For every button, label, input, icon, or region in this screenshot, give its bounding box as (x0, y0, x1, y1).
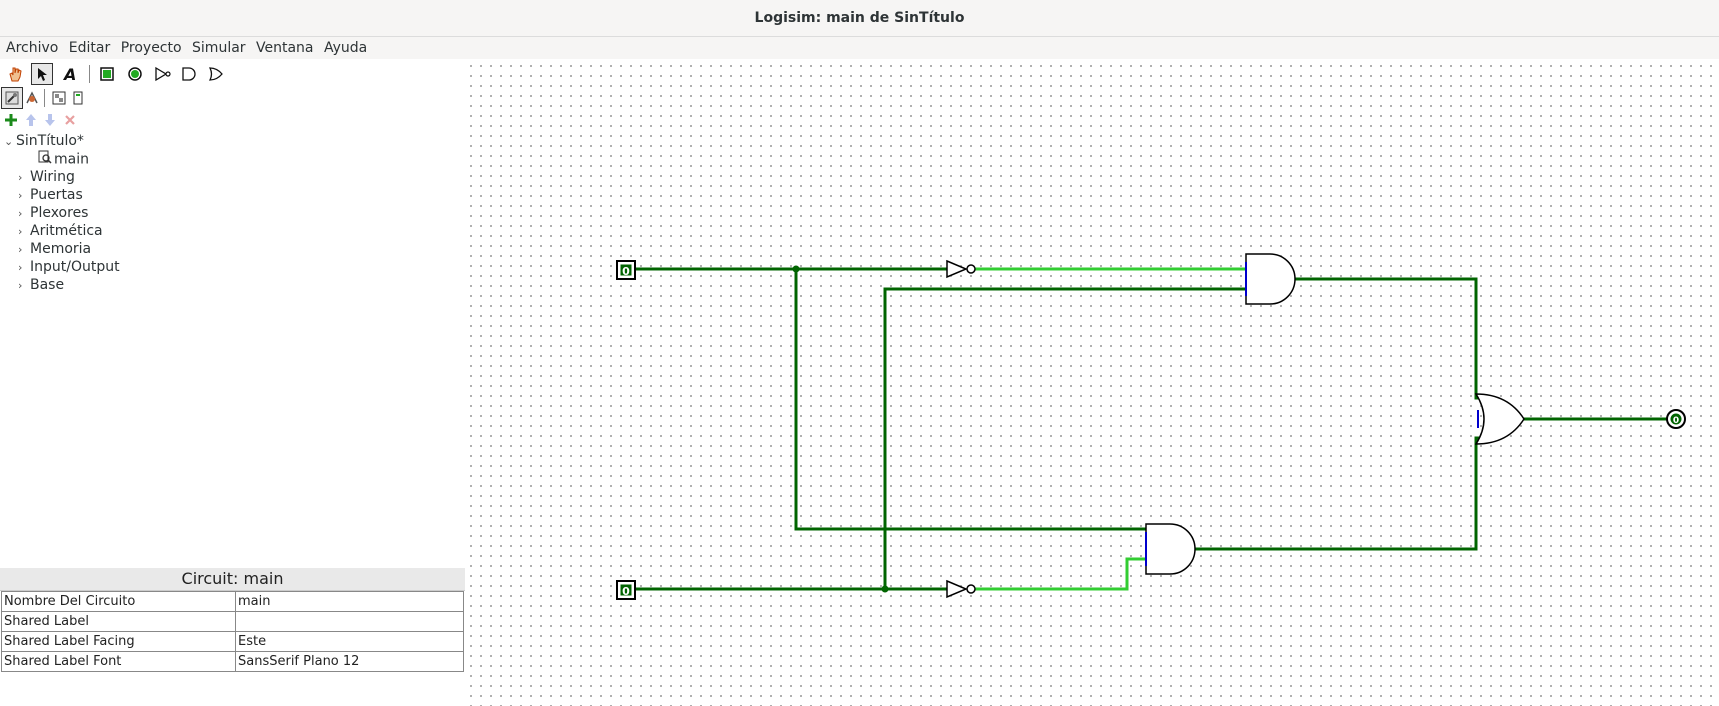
not-gate-top[interactable] (946, 259, 976, 279)
attribute-key: Shared Label (1, 611, 236, 632)
chevron-right-icon[interactable]: › (18, 207, 23, 220)
chevron-right-icon[interactable]: › (18, 171, 23, 184)
appearance-icon[interactable] (67, 87, 89, 109)
delete-circuit-icon[interactable] (59, 109, 81, 131)
chevron-down-icon[interactable]: ⌄ (4, 135, 14, 148)
tree-library-label: Puertas (30, 187, 83, 203)
table-row: Shared Label Font SansSerif Plano 12 (1, 651, 464, 672)
input-pin-b[interactable]: 0 (616, 580, 636, 600)
attribute-value-label-font[interactable]: SansSerif Plano 12 (235, 651, 464, 672)
table-row: Shared Label Facing Este (1, 631, 464, 652)
wire[interactable] (883, 287, 1248, 591)
tree-library-label: Memoria (30, 241, 92, 257)
tree-library-memoria[interactable]: › Memoria (18, 240, 91, 258)
and-gate-bottom[interactable] (1145, 523, 1196, 575)
circuit-magnifier-icon (38, 150, 54, 169)
tree-library-wiring[interactable]: › Wiring (18, 168, 75, 186)
wire[interactable] (1192, 436, 1480, 551)
output-pin-value: 0 (1673, 416, 1679, 426)
attribute-value-label-facing[interactable]: Este (235, 631, 464, 652)
move-up-icon[interactable] (20, 109, 42, 131)
move-down-icon[interactable] (39, 109, 61, 131)
menu-ayuda[interactable]: Ayuda (323, 40, 368, 56)
menu-bar: Archivo Editar Proyecto Simular Ventana … (0, 37, 1719, 59)
attribute-value-shared-label[interactable] (235, 611, 464, 632)
menu-editar[interactable]: Editar (68, 40, 111, 56)
tree-circuit-main[interactable]: main (38, 150, 89, 168)
chevron-right-icon[interactable]: › (18, 243, 23, 256)
attribute-panel-title: Circuit: main (0, 568, 465, 591)
wire-junction (792, 265, 800, 273)
input-pin-a-value: 0 (622, 265, 630, 278)
menu-archivo[interactable]: Archivo (6, 40, 59, 56)
attribute-table: Nombre Del Circuito main Shared Label Sh… (1, 591, 464, 672)
svg-text:A: A (62, 65, 76, 83)
tree-library-plexores[interactable]: › Plexores (18, 204, 88, 222)
attribute-value-circuit-name[interactable]: main (235, 591, 464, 612)
circuit-diagram: 0 0 (616, 253, 1686, 600)
tree-library-base[interactable]: › Base (18, 276, 64, 294)
and-gate-top[interactable] (1245, 253, 1296, 305)
hand-poke-icon[interactable] (4, 63, 26, 85)
or-gate[interactable] (1474, 393, 1525, 445)
tree-project-label: SinTítulo* (16, 133, 84, 149)
wire[interactable] (794, 267, 1148, 531)
tree-circuit-label: main (54, 151, 89, 168)
wire[interactable] (1292, 277, 1480, 400)
tree-library-label: Base (30, 277, 65, 293)
text-tool-icon[interactable]: A (59, 63, 81, 85)
toolbar-separator (89, 65, 90, 83)
chevron-right-icon[interactable]: › (18, 225, 23, 238)
not-gate-icon[interactable] (152, 63, 174, 85)
attribute-panel: Circuit: main Nombre Del Circuito main S… (0, 568, 465, 672)
table-row: Nombre Del Circuito main (1, 591, 464, 612)
project-toolbar (0, 87, 465, 109)
attribute-key: Shared Label Font (1, 651, 236, 672)
input-pin-icon[interactable] (96, 63, 118, 85)
menu-simular[interactable]: Simular (192, 40, 246, 56)
not-gate-bottom[interactable] (946, 579, 976, 599)
output-pin-icon[interactable] (124, 63, 146, 85)
tree-library-label: Aritmética (30, 223, 103, 239)
add-circuit-icon[interactable] (0, 109, 22, 131)
circuit-canvas[interactable]: 0 0 (466, 60, 1719, 706)
tree-library-aritmetica[interactable]: › Aritmética (18, 222, 103, 240)
chevron-right-icon[interactable]: › (18, 189, 23, 202)
menu-proyecto[interactable]: Proyecto (120, 40, 182, 56)
chevron-right-icon[interactable]: › (18, 279, 23, 292)
left-panel: A (0, 60, 465, 706)
attribute-key: Nombre Del Circuito (1, 591, 236, 612)
input-pin-a[interactable]: 0 (616, 260, 636, 280)
tree-library-puertas[interactable]: › Puertas (18, 186, 83, 204)
attribute-key: Shared Label Facing (1, 631, 236, 652)
toolbar-separator (44, 89, 45, 107)
or-gate-icon[interactable] (205, 63, 227, 85)
window-title-bar: Logisim: main de SinTítulo (0, 0, 1719, 37)
tree-library-input-output[interactable]: › Input/Output (18, 258, 120, 276)
tree-library-label: Wiring (30, 169, 75, 185)
menu-ventana[interactable]: Ventana (256, 40, 314, 56)
simulation-tree-icon[interactable] (21, 87, 43, 109)
main-toolbar: A (0, 63, 465, 85)
tree-project[interactable]: ⌄SinTítulo* (4, 132, 84, 150)
circuit-toolbar (0, 109, 465, 131)
and-gate-icon[interactable] (178, 63, 200, 85)
table-row: Shared Label (1, 611, 464, 632)
chevron-right-icon[interactable]: › (18, 261, 23, 274)
input-pin-b-value: 0 (622, 585, 630, 598)
explorer-toggle-icon[interactable] (1, 87, 23, 109)
wires (633, 265, 1670, 593)
window-title: Logisim: main de SinTítulo (754, 10, 965, 26)
wire-high[interactable] (973, 557, 1148, 591)
layout-icon[interactable] (48, 87, 70, 109)
tree-library-label: Plexores (30, 205, 89, 221)
output-pin[interactable]: 0 (1666, 409, 1686, 429)
wire-junction (881, 585, 889, 593)
select-arrow-icon[interactable] (31, 63, 53, 85)
tree-library-label: Input/Output (30, 259, 120, 275)
